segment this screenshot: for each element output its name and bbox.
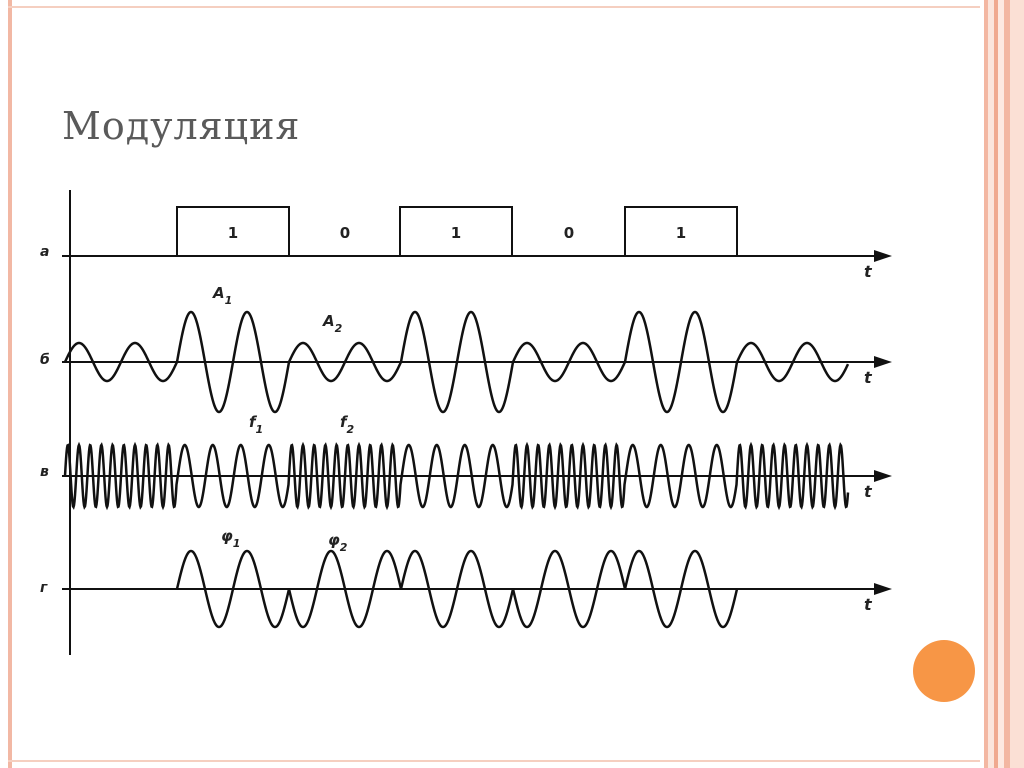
bit-label: 1 [451, 224, 461, 242]
axis-b [62, 356, 892, 368]
phase-2-label: φ2 [328, 531, 348, 554]
row-label-v: в [40, 464, 49, 480]
row-label-g: г [40, 580, 48, 596]
bit-label: 0 [564, 224, 574, 242]
axis-t-label: t [864, 262, 873, 281]
row-label-b: б [40, 352, 50, 368]
amplitude-1-label: A1 [212, 284, 232, 307]
slide-title: Модуляция [62, 104, 301, 148]
frequency-modulated-wave [63, 441, 850, 511]
slide-frame-left [8, 0, 12, 768]
axis-t-label: t [864, 482, 873, 501]
phase-1-label: φ1 [221, 527, 240, 550]
decorative-stripes [980, 0, 1024, 768]
frequency-2-label: f2 [340, 413, 355, 436]
axis-v [62, 470, 892, 482]
digital-signal [176, 206, 738, 257]
axis-t-label: t [864, 368, 873, 387]
bit-label: 0 [340, 224, 350, 242]
phase-modulated-wave [175, 549, 739, 629]
axis-g [62, 583, 892, 595]
accent-circle [913, 640, 975, 702]
row-label-a: а [40, 244, 49, 260]
slide-frame-bottom [8, 760, 980, 762]
bit-label: 1 [228, 224, 238, 242]
frequency-1-label: f1 [249, 413, 263, 436]
slide-frame-top [8, 6, 980, 8]
bit-label: 1 [676, 224, 686, 242]
amplitude-modulated-wave [63, 310, 850, 414]
axis-t-label: t [864, 595, 873, 614]
amplitude-2-label: A2 [322, 312, 343, 335]
